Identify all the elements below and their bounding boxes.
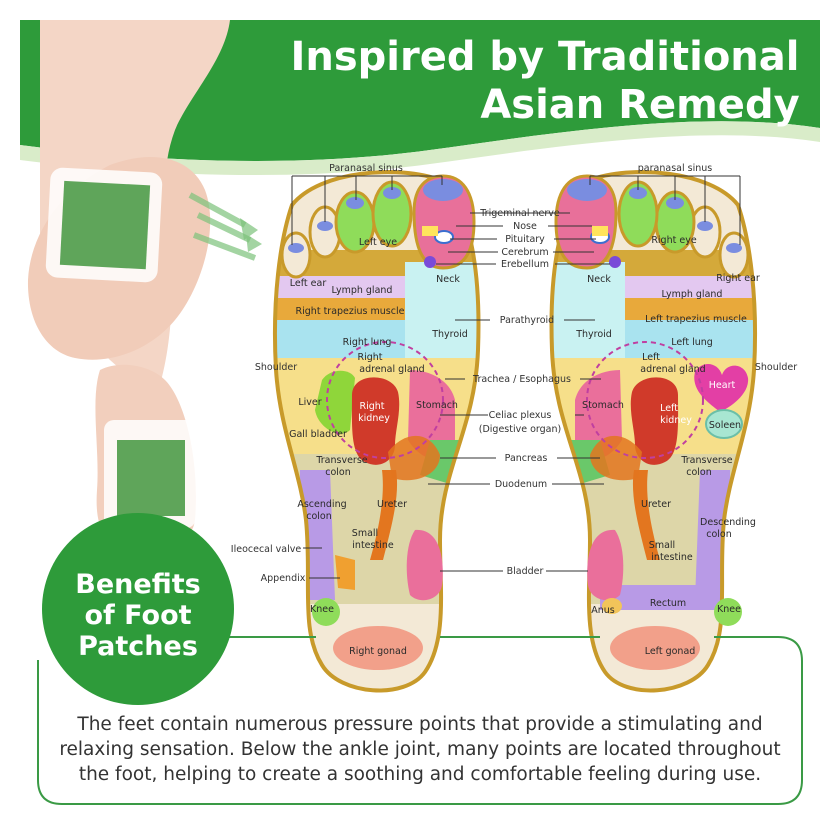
label-knee-right: Knee bbox=[717, 604, 741, 615]
title-line-2: Asian Remedy bbox=[480, 82, 799, 128]
label-left-ear: Left ear bbox=[290, 278, 327, 289]
label-cerebrum: Cerebrum bbox=[501, 247, 548, 258]
label-left-adrenal-1: Left bbox=[642, 352, 660, 363]
label-pituitary: Pituitary bbox=[505, 234, 545, 245]
label-bladder: Bladder bbox=[507, 566, 544, 577]
label-parathyroid: Parathyroid bbox=[500, 315, 554, 326]
label-right-kidney-2: kidney bbox=[358, 413, 390, 424]
label-heart: Heart bbox=[709, 380, 736, 391]
label-left-adrenal-2: adrenal gland bbox=[640, 364, 705, 375]
label-small-intestine-left-1: Small bbox=[352, 528, 378, 539]
label-right-adrenal-1: Right bbox=[357, 352, 382, 363]
label-right-trapezius: Right trapezius muscle bbox=[296, 306, 405, 317]
right-foot bbox=[549, 170, 758, 693]
badge-line-2: of Foot bbox=[84, 600, 191, 631]
label-small-intestine-right-1: Small bbox=[649, 540, 675, 551]
label-shoulder-left: Shoulder bbox=[255, 362, 297, 373]
label-ureter-left: Ureter bbox=[377, 499, 407, 510]
label-left-kidney-1: Left bbox=[660, 403, 678, 414]
label-transverse-colon-right-2: colon bbox=[686, 467, 712, 478]
label-nose: Nose bbox=[513, 221, 537, 232]
label-transverse-colon-right-1: Transverse bbox=[680, 455, 732, 466]
label-ascending-colon-2: colon bbox=[306, 511, 332, 522]
label-trachea: Trachea / Esophagus bbox=[472, 374, 571, 385]
label-lymph-gland-left: Lymph gland bbox=[332, 285, 393, 296]
label-liver: Liver bbox=[298, 397, 321, 408]
label-spleen: Soleen bbox=[709, 420, 741, 431]
label-erebellum: Erebellum bbox=[501, 259, 549, 270]
label-pancreas: Pancreas bbox=[505, 453, 548, 464]
label-celiac-plexus: Celiac plexus bbox=[489, 410, 552, 421]
label-gall-bladder: Gall bladder bbox=[289, 429, 347, 440]
label-anus: Anus bbox=[591, 605, 615, 616]
label-descending-colon-1: Descending bbox=[700, 517, 756, 528]
label-left-lung: Left lung bbox=[671, 337, 713, 348]
label-ascending-colon-1: Ascending bbox=[297, 499, 346, 510]
label-right-ear: Right ear bbox=[716, 273, 760, 284]
label-right-kidney-1: Right bbox=[359, 401, 384, 412]
label-lymph-gland-right: Lymph gland bbox=[662, 289, 723, 300]
label-left-eye: Left eye bbox=[359, 237, 397, 248]
label-small-intestine-left-2: intestine bbox=[352, 540, 394, 551]
label-duodenum: Duodenum bbox=[495, 479, 547, 490]
leader-lines bbox=[291, 175, 741, 579]
label-transverse-colon-left-2: colon bbox=[325, 467, 351, 478]
label-appendix: Appendix bbox=[261, 573, 306, 584]
label-paranasal-sinus-left: Paranasal sinus bbox=[329, 163, 403, 174]
badge-line-3: Patches bbox=[78, 631, 198, 662]
header-band bbox=[20, 20, 820, 161]
label-right-gonad: Right gonad bbox=[349, 646, 407, 657]
label-descending-colon-2: colon bbox=[706, 529, 732, 540]
label-right-lung: Right lung bbox=[343, 337, 392, 348]
description-text: The feet contain numerous pressure point… bbox=[59, 714, 781, 785]
header-wave bbox=[20, 121, 820, 176]
center-labels: Trigeminal nerve Nose Pituitary Cerebrum… bbox=[472, 208, 571, 577]
leg-illustration bbox=[27, 20, 262, 552]
label-right-adrenal-2: adrenal gland bbox=[359, 364, 424, 375]
label-trigeminal-nerve: Trigeminal nerve bbox=[479, 208, 560, 219]
label-left-gonad: Left gonad bbox=[645, 646, 696, 657]
label-thyroid-right: Thyroid bbox=[575, 329, 612, 340]
label-thyroid-left: Thyroid bbox=[431, 329, 468, 340]
label-neck-right: Neck bbox=[587, 274, 611, 285]
label-knee-left: Knee bbox=[310, 604, 334, 615]
label-ileocecal-valve: Ileocecal valve bbox=[231, 544, 302, 555]
title-line-1: Inspired by Traditional bbox=[290, 34, 799, 80]
label-small-intestine-right-2: intestine bbox=[651, 552, 693, 563]
label-rectum: Rectum bbox=[650, 598, 686, 609]
left-foot-labels: Paranasal sinus Left eye Left ear Neck L… bbox=[231, 163, 468, 657]
label-shoulder-right: Shoulder bbox=[755, 362, 797, 373]
badge-line-1: Benefits bbox=[75, 569, 200, 600]
label-right-eye: Right eye bbox=[651, 235, 697, 246]
label-left-kidney-2: kidney bbox=[660, 415, 692, 426]
label-left-trapezius: Left trapezius muscle bbox=[645, 314, 747, 325]
label-stomach-right: Stomach bbox=[582, 400, 624, 411]
label-digestive-organ: (Digestive organ) bbox=[479, 424, 561, 435]
label-transverse-colon-left-1: Transverse bbox=[315, 455, 367, 466]
label-neck-left: Neck bbox=[436, 274, 460, 285]
label-paranasal-sinus-right: paranasal sinus bbox=[638, 163, 712, 174]
right-foot-labels: paranasal sinus Right eye Right ear Neck… bbox=[575, 163, 797, 657]
benefits-badge bbox=[42, 513, 234, 705]
label-ureter-right: Ureter bbox=[641, 499, 671, 510]
label-stomach-left: Stomach bbox=[416, 400, 458, 411]
